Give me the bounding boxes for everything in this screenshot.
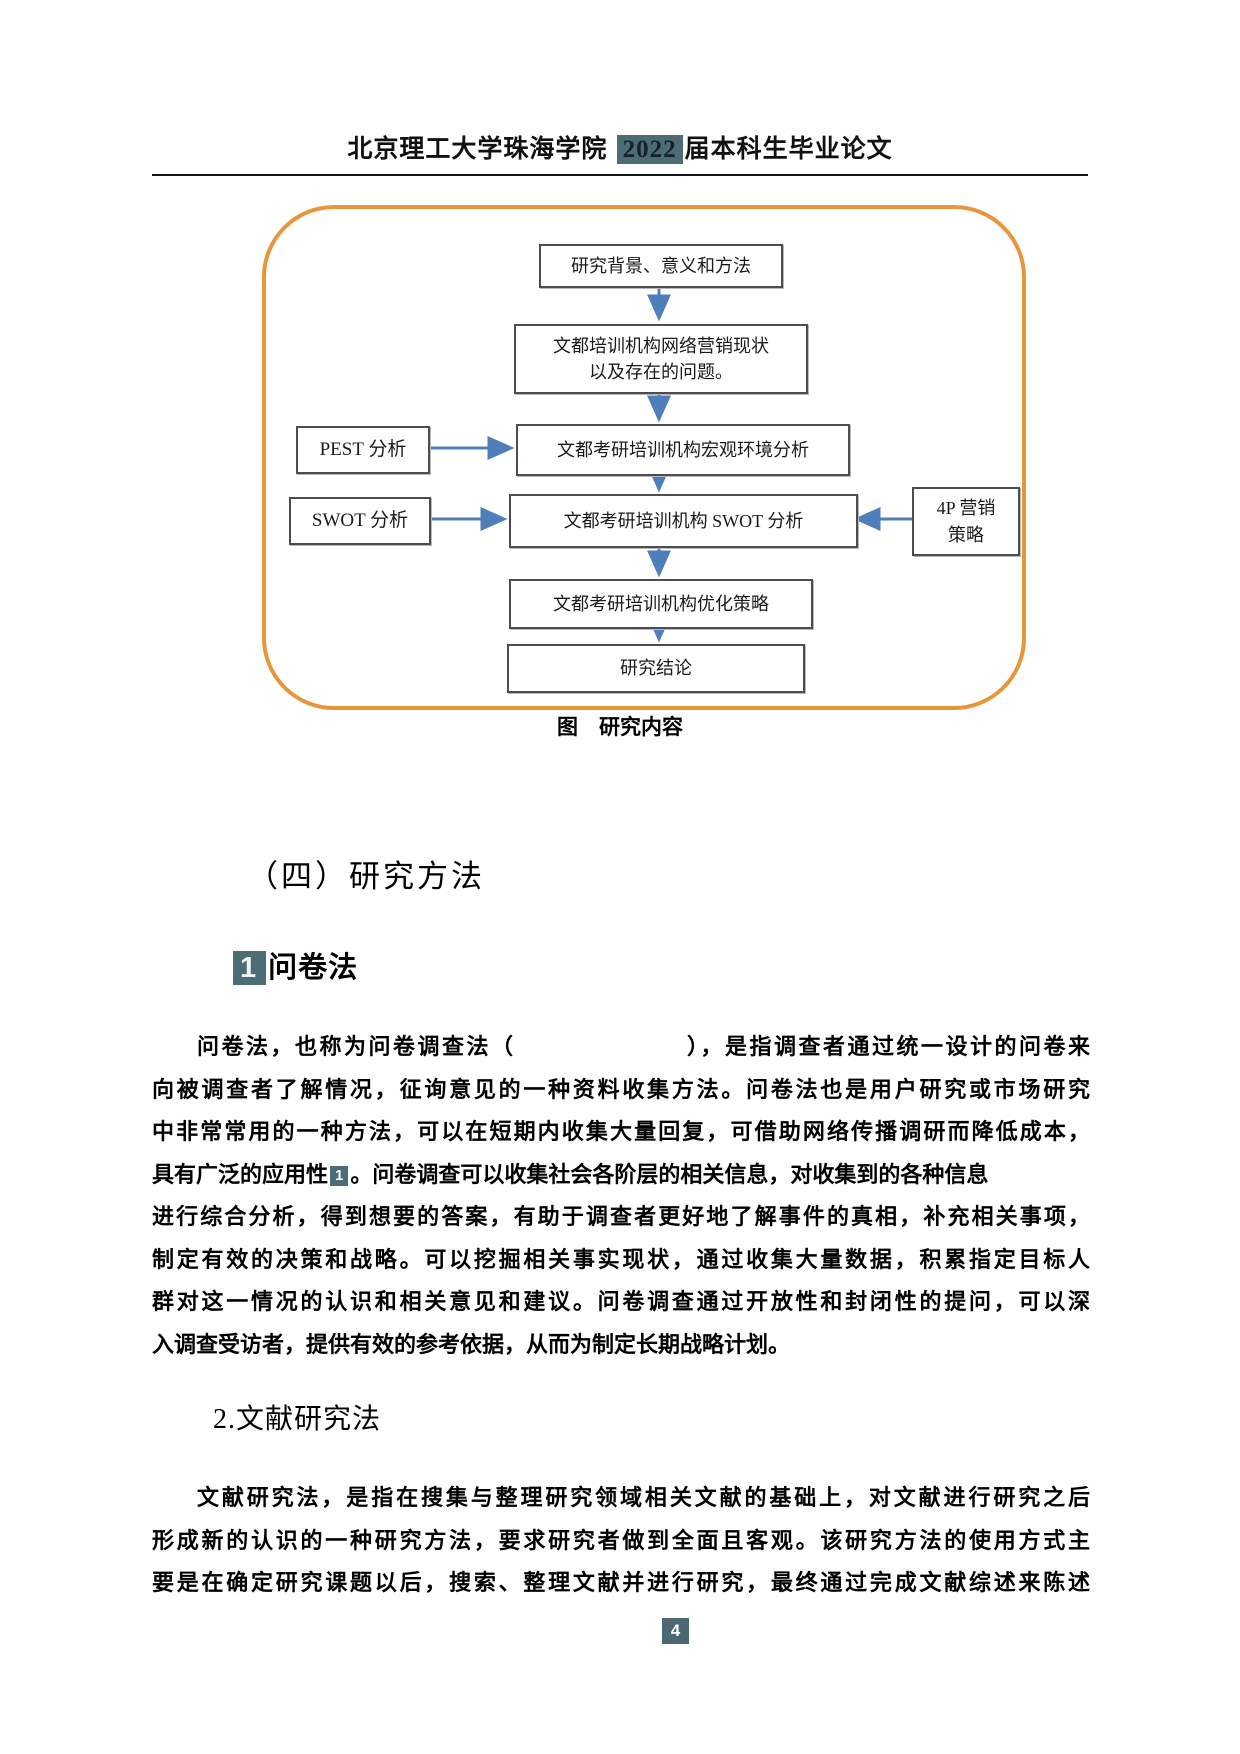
header-divider [152,174,1088,176]
paragraph-questionnaire: 问卷法，也称为问卷调查法（ ），是指调查者通过统一设计的问卷来 向被调查者了解情… [152,1026,1090,1366]
paragraph-line: 问卷法，也称为问卷调查法（ ），是指调查者通过统一设计的问卷来 [197,1034,1090,1059]
paragraph-line: 群对这一情况的认识和相关意见和建议。问卷调查通过开放性和封闭性的提问，可以深 [152,1289,1090,1314]
paragraph-line: 制定有效的决策和战略。可以挖掘相关事实现状，通过收集大量数据，积累指定目标人 [152,1246,1090,1272]
node-marketing-status: 文都培训机构网络营销现状 以及存在的问题。 [514,324,808,394]
header-title-suffix: 届本科生毕业论文 [684,136,893,163]
node-research-background: 研究背景、意义和方法 [539,244,783,288]
questionnaire-label: 问卷法 [268,952,359,984]
node-research-conclusion: 研究结论 [507,644,805,693]
node-swot-main: 文都考研培训机构 SWOT 分析 [509,494,858,548]
node-optimization-strategy: 文都考研培训机构优化策略 [509,579,813,629]
research-content-flowchart: 研究背景、意义和方法 文都培训机构网络营销现状 以及存在的问题。 PEST 分析… [262,205,1026,710]
paragraph-line: 要是在确定研究课题以后，搜索、整理文献并进行研究，最终通过完成文献综述来陈述 [152,1570,1090,1595]
paragraph-line: 进行综合分析，得到想要的答案，有助于调查者更好地了解事件的真相，补充相关事项， [152,1204,1090,1229]
questionnaire-number-highlight: 1 [233,951,267,985]
subsection-heading-literature: 2.文献研究法 [213,1404,382,1435]
node-macro-environment: 文都考研培训机构宏观环境分析 [516,424,850,476]
paragraph-literature: 文献研究法，是指在搜集与整理研究领域相关文献的基础上，对文献进行研究之后 形成新… [152,1477,1090,1605]
header-title-prefix: 北京理工大学珠海学院 [347,136,615,163]
paragraph-line: 向被调查者了解情况，征询意见的一种资料收集方法。问卷法也是用户研究或市场研究 [152,1076,1090,1102]
node-swot-analysis: SWOT 分析 [289,497,431,545]
page-number-badge: 4 [662,1618,689,1644]
node-4p-strategy: 4P 营销 策略 [912,487,1020,556]
paragraph-line: 文献研究法，是指在搜集与整理研究领域相关文献的基础上，对文献进行研究之后 [197,1485,1090,1510]
citation-badge: 1 [330,1165,349,1186]
redacted-year-highlight: 2022 [616,135,683,164]
figure-caption: 图 研究内容 [557,716,683,739]
flowchart-arrows [426,284,912,643]
paragraph-line: 中非常常用的一种方法，可以在短期内收集大量回复，可借助网络传播调研而降低成本， [152,1119,1090,1144]
section-heading-method: （四）研究方法 [247,859,485,894]
paragraph-line: 入调查受访者，提供有效的参考依据，从而为制定长期战略计划。 [152,1331,791,1357]
paragraph-line: 形成新的认识的一种研究方法，要求研究者做到全面且客观。该研究方法的使用方式主 [152,1527,1090,1553]
node-pest-analysis: PEST 分析 [296,426,430,474]
